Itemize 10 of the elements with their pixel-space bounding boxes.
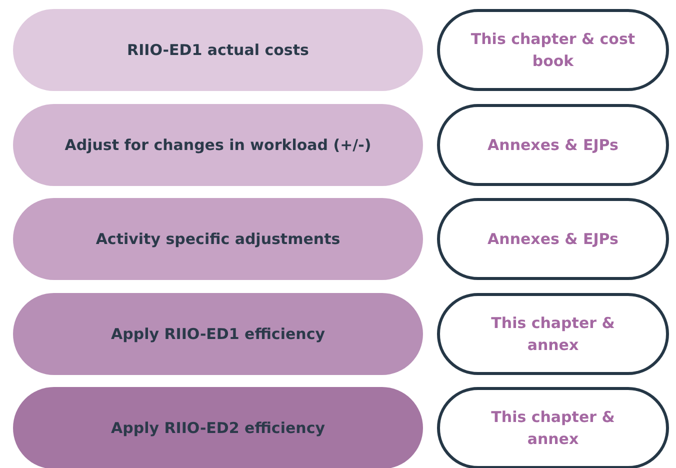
source-pill: Annexes & EJPs [437, 198, 669, 280]
source-pill: This chapter & annex [437, 293, 669, 375]
source-pill: Annexes & EJPs [437, 104, 669, 186]
step-pill: Apply RIIO-ED1 efficiency [13, 293, 423, 375]
step-pill: Adjust for changes in workload (+/-) [13, 104, 423, 186]
source-pill: This chapter & cost book [437, 9, 669, 91]
step-pill: Activity specific adjustments [13, 198, 423, 280]
source-pill: This chapter & annex [437, 387, 669, 468]
step-pill: Apply RIIO-ED2 efficiency [13, 387, 423, 468]
step-pill: RIIO-ED1 actual costs [13, 9, 423, 91]
